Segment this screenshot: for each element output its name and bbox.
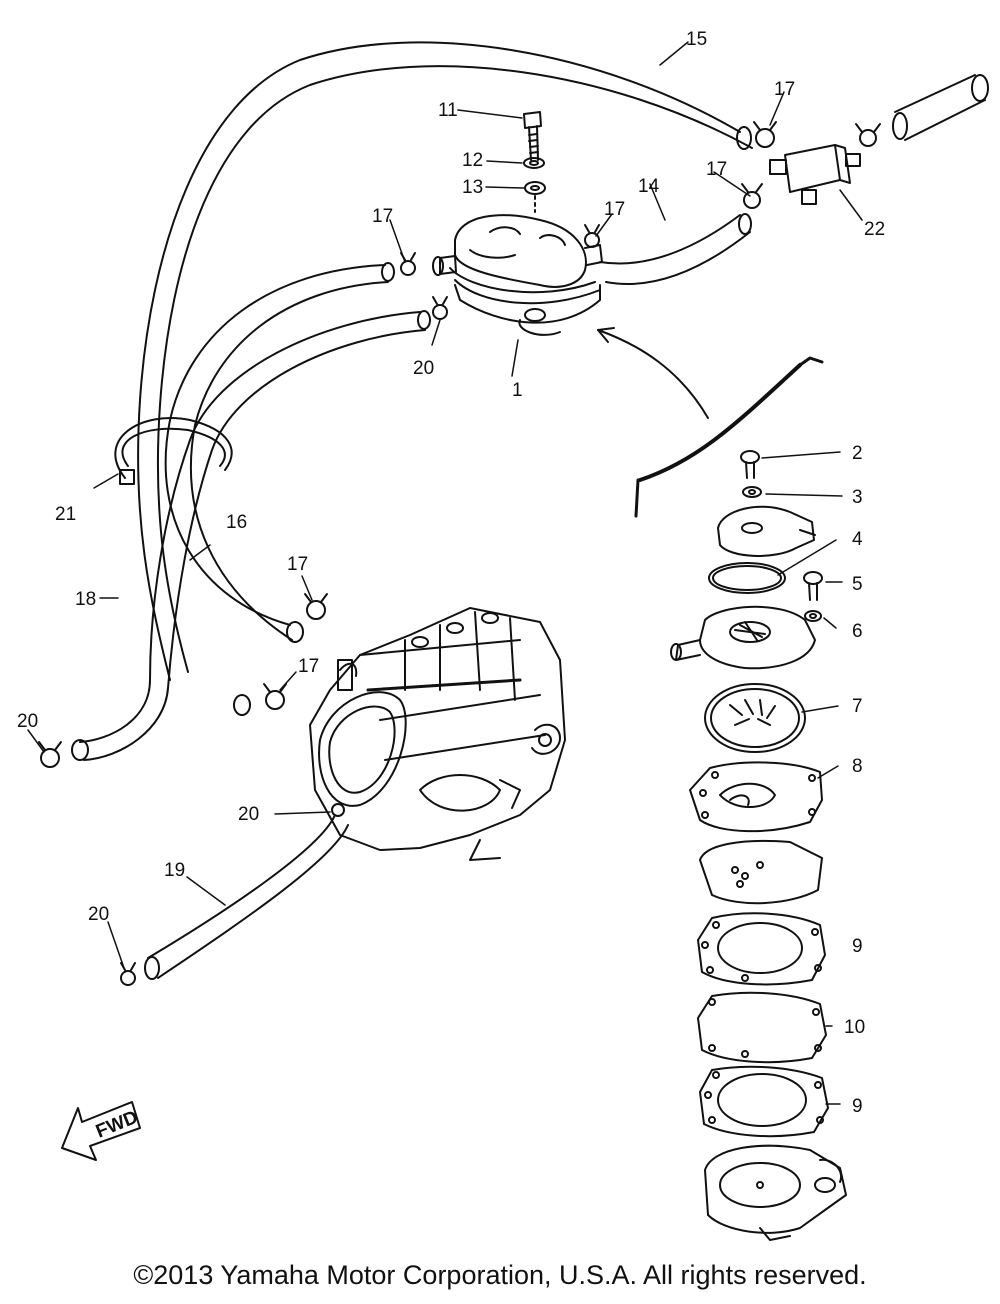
fuel-pump-assembly-1 [432, 214, 603, 336]
callout-20: 20 [88, 904, 109, 925]
hose-clip [432, 296, 448, 320]
callout-13: 13 [462, 177, 483, 198]
callout-12: 12 [462, 150, 483, 171]
pump-cover-top [717, 505, 816, 557]
hose-clip [855, 123, 881, 147]
valve-plate [699, 839, 823, 905]
copyright-notice: ©2013 Yamaha Motor Corporation, U.S.A. A… [133, 1260, 867, 1290]
callout-6: 6 [852, 621, 863, 642]
t-joint-22 [769, 144, 861, 205]
callout-20: 20 [413, 358, 434, 379]
o-ring-4 [708, 562, 786, 594]
gasket-9-upper [697, 912, 826, 986]
carburetor-body [309, 607, 566, 861]
washer-12 [523, 157, 545, 169]
callout-21: 21 [55, 504, 76, 525]
fuel-pump-exploded-diagram: FWD 1 2 3 4 5 [17, 29, 989, 1241]
callout-8: 8 [852, 756, 863, 777]
hose-18-lower-end [71, 739, 89, 761]
hose-15 [137, 41, 753, 681]
hose-16-end [381, 262, 395, 282]
callout-7: 7 [852, 696, 863, 717]
pump-body [670, 605, 816, 670]
callout-22: 22 [864, 219, 885, 240]
bolt-11 [523, 111, 542, 161]
callout-17: 17 [287, 554, 308, 575]
screw-2 [740, 450, 760, 479]
fwd-arrow-icon [61, 1101, 141, 1161]
callout-16: 16 [226, 512, 247, 533]
hose-clip [38, 741, 62, 768]
callout-17: 17 [706, 159, 727, 180]
leader-lines [27, 41, 863, 1105]
callout-11: 11 [438, 100, 458, 121]
hose-clip [304, 593, 328, 620]
pump-base-cover [704, 1144, 847, 1241]
callout-17: 17 [298, 656, 319, 677]
callout-20: 20 [17, 711, 38, 732]
callout-4: 4 [852, 529, 863, 550]
callout-9-lower: 9 [852, 1096, 863, 1117]
callout-2: 2 [852, 443, 863, 464]
callout-17: 17 [372, 206, 393, 227]
hose-15-end [736, 126, 752, 150]
gasket-9-lower [699, 1065, 829, 1138]
callout-17: 17 [774, 79, 795, 100]
screw-5 [803, 571, 823, 601]
callout-15: 15 [686, 29, 707, 50]
washer-13 [524, 181, 546, 195]
washer-6 [804, 610, 822, 622]
hose-clamp-band-21 [114, 417, 233, 485]
diaphragm-10 [697, 991, 827, 1064]
callout-5: 5 [852, 574, 863, 595]
callout-labels: 1 2 3 4 5 6 7 8 9 9 10 11 12 13 14 15 16… [17, 29, 885, 1117]
callout-10: 10 [844, 1017, 865, 1038]
diaphragm-7 [704, 683, 806, 753]
hose-carb-end [233, 694, 251, 716]
hose-16 [164, 264, 389, 641]
hose-16-carb-end [286, 621, 304, 643]
callout-20: 20 [238, 804, 259, 825]
hose-19 [144, 814, 349, 980]
callout-9-upper: 9 [852, 936, 863, 957]
callout-18: 18 [75, 589, 96, 610]
hose-clip [753, 121, 777, 148]
callout-19: 19 [164, 860, 185, 881]
hose-clip [331, 803, 345, 817]
gasket-8 [689, 761, 823, 833]
callout-1: 1 [512, 380, 523, 401]
hose-clip [741, 183, 763, 209]
callout-17: 17 [604, 199, 625, 220]
washer-3 [742, 486, 762, 498]
callout-3: 3 [852, 487, 863, 508]
hose-end-upper-right [892, 74, 989, 141]
hose-18-end [417, 310, 431, 330]
assembly-arrow [597, 327, 824, 518]
callout-14: 14 [638, 176, 660, 197]
hose-18 [79, 311, 426, 761]
hose-14 [599, 213, 752, 285]
